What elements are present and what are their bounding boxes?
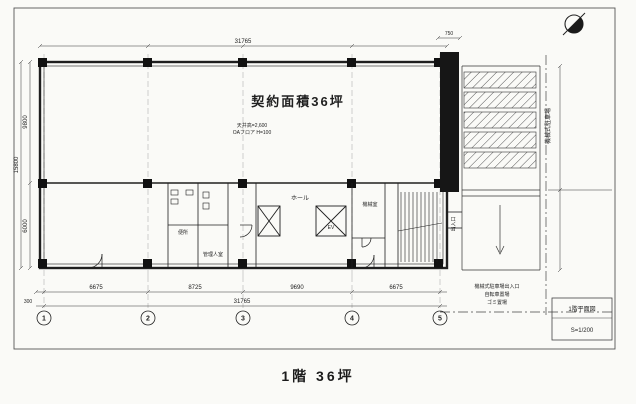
dim-bottom-seg-1: 6675 — [89, 285, 103, 291]
stairs — [397, 192, 443, 262]
annex-note-3: ゴミ置場 — [487, 299, 507, 306]
dim-left-upper: 9800 — [23, 115, 29, 129]
ceiling-note-1: 天井高=2,600 — [237, 122, 268, 129]
machine-room-label: 機械室 — [362, 201, 377, 208]
wc-label: 便所 — [178, 229, 188, 236]
exterior-walls — [38, 60, 449, 270]
annex-note-1: 機械式駐車場出入口 — [474, 283, 519, 290]
interior-partitions — [167, 183, 462, 268]
annex-note-2: 自転車置場 — [484, 291, 509, 298]
titleblock-line2: S=1/200 — [571, 328, 594, 334]
dim-shaft-width: 750 — [445, 31, 454, 37]
dim-bottom-seg-2: 8725 — [188, 285, 202, 291]
dim-line-left — [18, 59, 33, 271]
machine-parking-shaft — [440, 52, 459, 192]
dim-left-total: 15800 — [14, 156, 20, 173]
structural-columns — [38, 58, 443, 268]
dim-line-top — [37, 35, 463, 49]
dim-line-bottom — [33, 289, 447, 309]
grid-label-4: 4 — [350, 316, 354, 323]
entrance-label: 出入口 — [450, 216, 457, 231]
sheet-caption: 1階 36坪 — [281, 368, 355, 384]
dim-bottom-seg-4: 6675 — [389, 285, 403, 291]
door-swings — [87, 224, 375, 269]
grid-label-5: 5 — [438, 316, 442, 323]
title-block: 1階平面図 S=1/200 — [551, 297, 613, 341]
dim-bottom-seg-3: 9690 — [290, 285, 304, 291]
wc-fixtures — [170, 189, 210, 210]
dim-bottom-offset: 300 — [24, 299, 33, 305]
north-arrow-icon — [562, 12, 586, 36]
parking-annex — [461, 65, 541, 271]
drive-aisle-arrow — [495, 205, 505, 255]
dim-line-right — [548, 63, 612, 273]
parking-label: 機械式駐車場 — [544, 108, 552, 144]
dim-bottom-total: 31765 — [234, 299, 251, 305]
grid-label-1: 1 — [42, 316, 46, 323]
grid-label-3: 3 — [241, 316, 245, 323]
dim-top-total: 31765 — [235, 39, 252, 45]
dim-left-lower: 6000 — [23, 219, 29, 233]
ev-label: EV — [328, 225, 335, 231]
contract-area-label: 契約面積36坪 — [250, 94, 344, 109]
office-label: 管理人室 — [203, 251, 223, 258]
elevator-shaft — [257, 205, 347, 237]
sheet-border — [13, 7, 616, 350]
titleblock-line1: 1階平面図 — [568, 305, 595, 313]
hall-label: ホール — [291, 195, 309, 202]
grid-label-2: 2 — [146, 316, 150, 323]
grid-bubbles: 1 2 3 4 5 — [36, 310, 448, 326]
ceiling-note-2: OAフロア H=100 — [233, 130, 272, 136]
site-boundary-line — [440, 55, 614, 315]
